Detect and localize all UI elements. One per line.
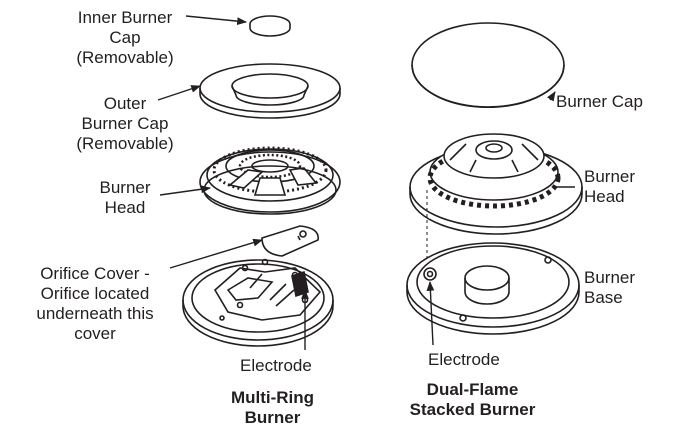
inner-burner-cap (249, 15, 291, 37)
orifice-cover (261, 225, 319, 257)
dual-flame-burner-base (406, 242, 580, 335)
dual-flame-burner-cap (411, 22, 565, 109)
outer-burner-cap (199, 63, 341, 119)
title-dual-flame-burner: Dual-Flame Stacked Burner (409, 380, 536, 419)
label-orifice-cover: Orifice Cover - Orifice located undernea… (36, 264, 154, 343)
multi-ring-burner-head (199, 146, 341, 215)
label-multi-ring-burner-head: Burner Head (99, 178, 151, 217)
label-dual-flame-burner-head: Burner Head (584, 167, 636, 206)
title-multi-ring-burner: Multi-Ring Burner (230, 388, 315, 427)
label-dual-flame-burner-base: Burner Base (584, 268, 636, 307)
dual-flame-burner-head (409, 133, 583, 235)
label-multi-ring-electrode: Electrode (240, 356, 312, 375)
label-dual-flame-burner-cap: Burner Cap (556, 92, 643, 111)
label-dual-flame-electrode: Electrode (428, 350, 500, 369)
multi-ring-burner-base (182, 258, 334, 347)
label-outer-burner-cap: Outer Burner Cap (Removable) (76, 94, 174, 153)
label-inner-burner-cap: Inner Burner Cap (Removable) (76, 8, 174, 67)
